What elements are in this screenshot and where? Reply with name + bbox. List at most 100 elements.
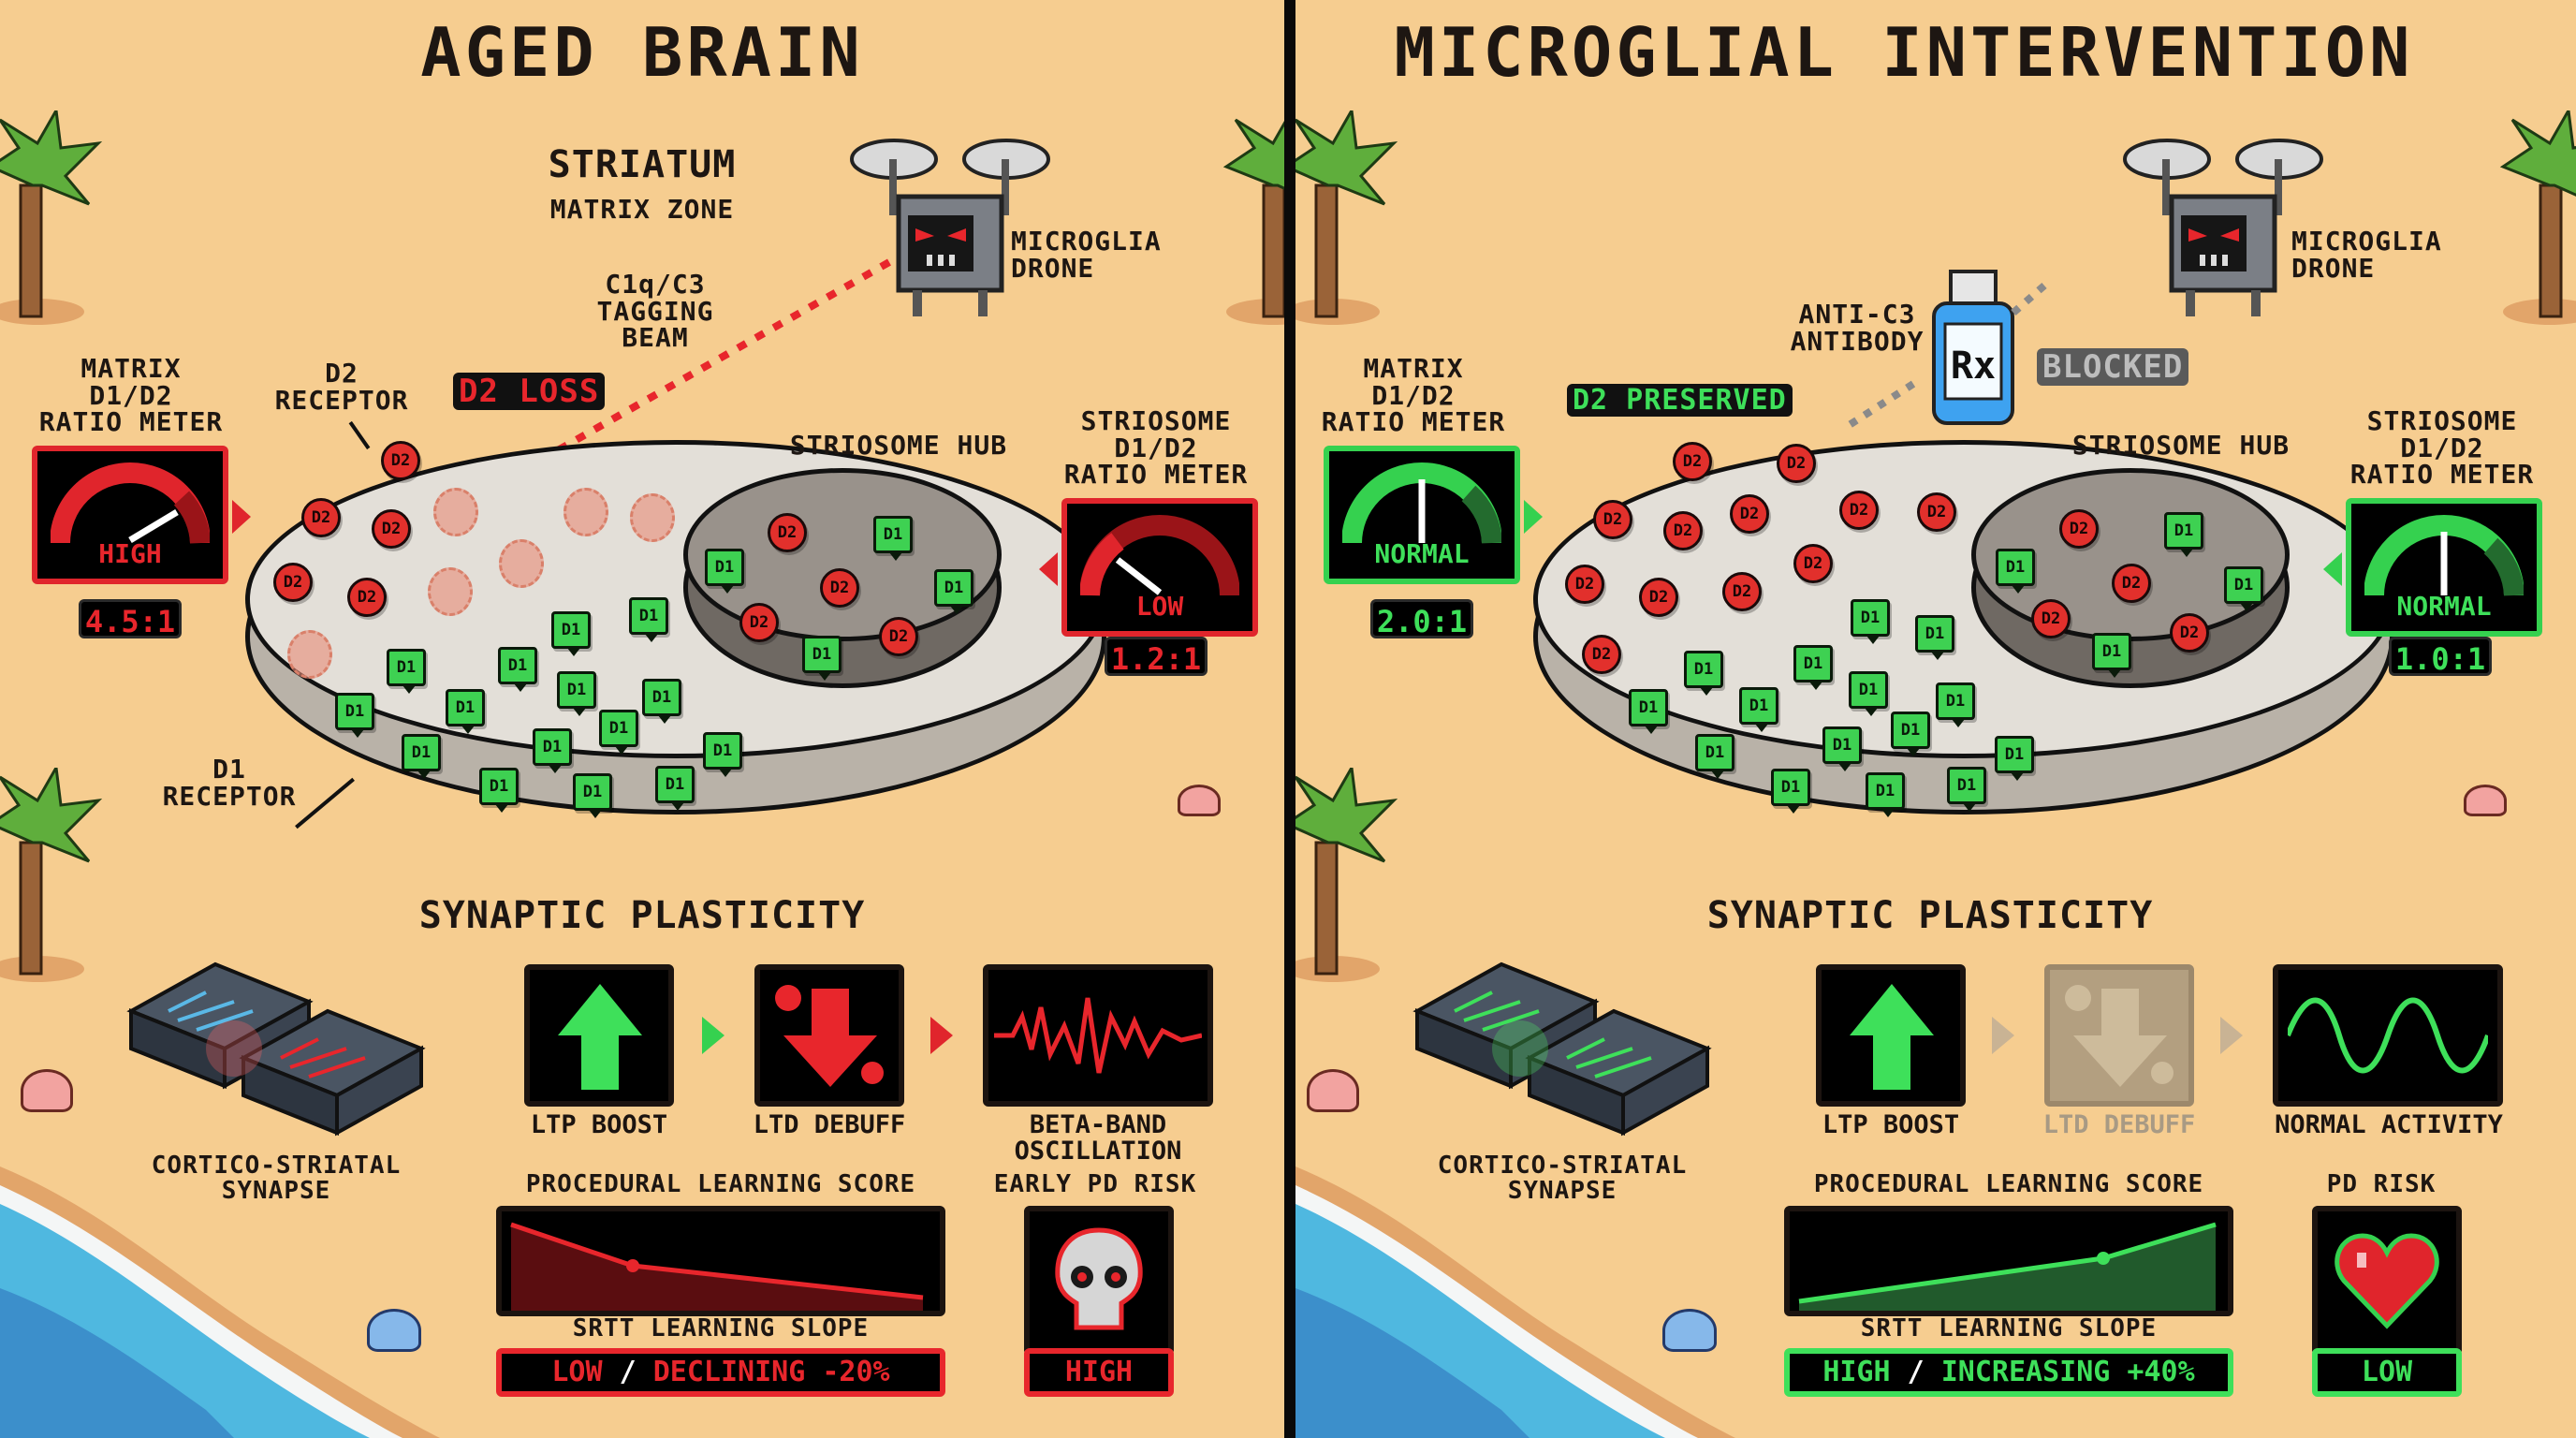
matrix-meter-label: MATRIX D1/D2 RATIO METER bbox=[38, 353, 224, 438]
d2-receptor: D2 bbox=[1777, 444, 1816, 483]
synapse-chip-icon bbox=[1412, 961, 1712, 1137]
chevron-right-icon bbox=[2220, 1017, 2243, 1054]
lost-d2-receptor bbox=[287, 630, 332, 679]
d2-receptor: D2 bbox=[2031, 599, 2071, 638]
plasticity-title: SYNAPTIC PLASTICITY bbox=[1706, 894, 2154, 937]
arrow-down-skull-icon bbox=[775, 985, 884, 1087]
d1-receptor: D1 bbox=[705, 549, 744, 594]
d1-receptor: D1 bbox=[551, 611, 591, 656]
slope-level: HIGH bbox=[1822, 1356, 1891, 1388]
tagging-beam-icon bbox=[541, 258, 891, 462]
d1-receptor: D1 bbox=[1936, 682, 1975, 727]
striosome-ratio-meter: LOW bbox=[1039, 498, 1258, 637]
d2-receptor: D2 bbox=[301, 498, 341, 537]
risk-value: LOW bbox=[2312, 1348, 2462, 1397]
d1-receptor: D1 bbox=[1866, 772, 1905, 817]
matrix-ratio-meter: HIGH bbox=[32, 446, 251, 584]
synapse-chip-icon bbox=[126, 961, 426, 1137]
leader-line bbox=[348, 420, 371, 450]
d1-receptor: D1 bbox=[1996, 549, 2035, 594]
score-title: PROCEDURAL LEARNING SCORE bbox=[1813, 1170, 2204, 1198]
lost-d2-receptor bbox=[564, 488, 608, 536]
d2-receptor: D2 bbox=[2112, 564, 2151, 603]
striatum-subtitle: MATRIX ZONE bbox=[549, 194, 735, 225]
slope-value: LOW / DECLINING -20% bbox=[496, 1348, 945, 1397]
striosome-meter-label: STRIOSOME D1/D2 RATIO METER bbox=[1063, 405, 1249, 491]
ltd-debuff-card bbox=[2044, 964, 2194, 1107]
matrix-ratio-meter: NORMAL bbox=[1324, 446, 1543, 584]
d2-receptor: D2 bbox=[372, 509, 411, 549]
striosome-hub-label: STRIOSOME HUB bbox=[2071, 430, 2291, 461]
d1-receptor: D1 bbox=[873, 516, 913, 561]
d2-receptor: D2 bbox=[739, 603, 779, 642]
slope-title: SRTT LEARNING SLOPE bbox=[1860, 1314, 2158, 1343]
card-label: NORMAL ACTIVITY bbox=[2275, 1110, 2503, 1139]
palm-tree-icon bbox=[1295, 110, 1398, 325]
score-title: PROCEDURAL LEARNING SCORE bbox=[525, 1170, 916, 1198]
d2-receptor: D2 bbox=[1593, 500, 1632, 539]
pointer-icon bbox=[1524, 500, 1543, 534]
card-label: LTP BOOST bbox=[530, 1110, 668, 1139]
d1-receptor: D1 bbox=[1695, 734, 1734, 779]
lost-d2-receptor bbox=[433, 488, 478, 536]
pointer-icon bbox=[1039, 552, 1058, 586]
slope-level: LOW bbox=[551, 1356, 603, 1388]
normal-activity-card bbox=[2273, 964, 2503, 1107]
d2-receptor: D2 bbox=[1793, 544, 1833, 583]
d1-receptor: D1 bbox=[1629, 689, 1668, 734]
d2-receptor: D2 bbox=[1917, 492, 1956, 532]
aged-brain-panel: AGED BRAIN STRIATUM MATRIX ZONE MICROGLI… bbox=[0, 0, 1284, 1438]
d2-receptor: D2 bbox=[1663, 511, 1703, 550]
microglia-drone-icon bbox=[850, 139, 1050, 316]
card-label: LTD DEBUFF bbox=[753, 1110, 906, 1139]
d1-receptor: D1 bbox=[599, 710, 638, 755]
blocked-beam-icon bbox=[1845, 282, 2047, 430]
slope-trend: DECLINING -20% bbox=[652, 1356, 890, 1388]
d1-receptor: D1 bbox=[2092, 633, 2131, 678]
ltp-boost-card bbox=[524, 964, 674, 1107]
ltp-boost-card bbox=[1816, 964, 1966, 1107]
palm-tree-icon bbox=[0, 110, 103, 325]
d1-receptor: D1 bbox=[1739, 687, 1778, 732]
d1-receptor-label: D1 RECEPTOR bbox=[162, 754, 297, 812]
erratic-wave-icon bbox=[994, 997, 1202, 1074]
microglia-drone-icon bbox=[2123, 139, 2323, 316]
meter-state: NORMAL bbox=[2396, 591, 2492, 622]
risk-value: HIGH bbox=[1024, 1348, 1174, 1397]
d1-receptor: D1 bbox=[479, 768, 519, 813]
panel-title: AGED BRAIN bbox=[420, 13, 864, 92]
d2-receptor: D2 bbox=[2059, 509, 2099, 549]
d1-receptor: D1 bbox=[573, 773, 612, 818]
lost-d2-receptor bbox=[630, 493, 675, 542]
d1-receptor: D1 bbox=[1822, 726, 1862, 771]
lost-d2-receptor bbox=[428, 567, 473, 616]
arrow-up-icon bbox=[1850, 984, 1934, 1090]
d1-receptor: D1 bbox=[1771, 769, 1810, 814]
d2-receptor: D2 bbox=[820, 568, 859, 608]
d2-loss-badge: D2 LOSS bbox=[453, 373, 606, 410]
panel-title: MICROGLIAL INTERVENTION bbox=[1394, 13, 2414, 92]
risk-title: EARLY PD RISK bbox=[993, 1170, 1197, 1198]
striosome-ratio-meter: NORMAL bbox=[2323, 498, 2542, 637]
d2-preserved-badge: D2 PRESERVED bbox=[1567, 384, 1793, 417]
declining-trend-icon bbox=[510, 1222, 924, 1311]
d1-receptor: D1 bbox=[402, 734, 441, 779]
chevron-right-icon bbox=[930, 1017, 953, 1054]
striatum-title: STRIATUM bbox=[548, 143, 737, 186]
d2-receptor: D2 bbox=[1673, 442, 1712, 481]
panel-divider bbox=[1284, 0, 1295, 1438]
sine-wave-icon bbox=[2288, 997, 2488, 1074]
matrix-meter-label: MATRIX D1/D2 RATIO METER bbox=[1321, 353, 1506, 438]
d1-receptor: D1 bbox=[2224, 566, 2263, 611]
d2-receptor: D2 bbox=[1582, 635, 1621, 674]
striosome-meter-label: STRIOSOME D1/D2 RATIO METER bbox=[2349, 405, 2535, 491]
d2-receptor: D2 bbox=[273, 563, 313, 602]
d1-receptor: D1 bbox=[1793, 645, 1833, 690]
d1-receptor: D1 bbox=[703, 732, 742, 777]
meter-state: NORMAL bbox=[1374, 538, 1470, 569]
d1-receptor: D1 bbox=[533, 728, 572, 773]
d1-receptor: D1 bbox=[642, 679, 681, 724]
blocked-badge: BLOCKED bbox=[2037, 348, 2189, 386]
d2-receptor: D2 bbox=[1722, 572, 1762, 611]
d1-receptor: D1 bbox=[498, 647, 537, 692]
